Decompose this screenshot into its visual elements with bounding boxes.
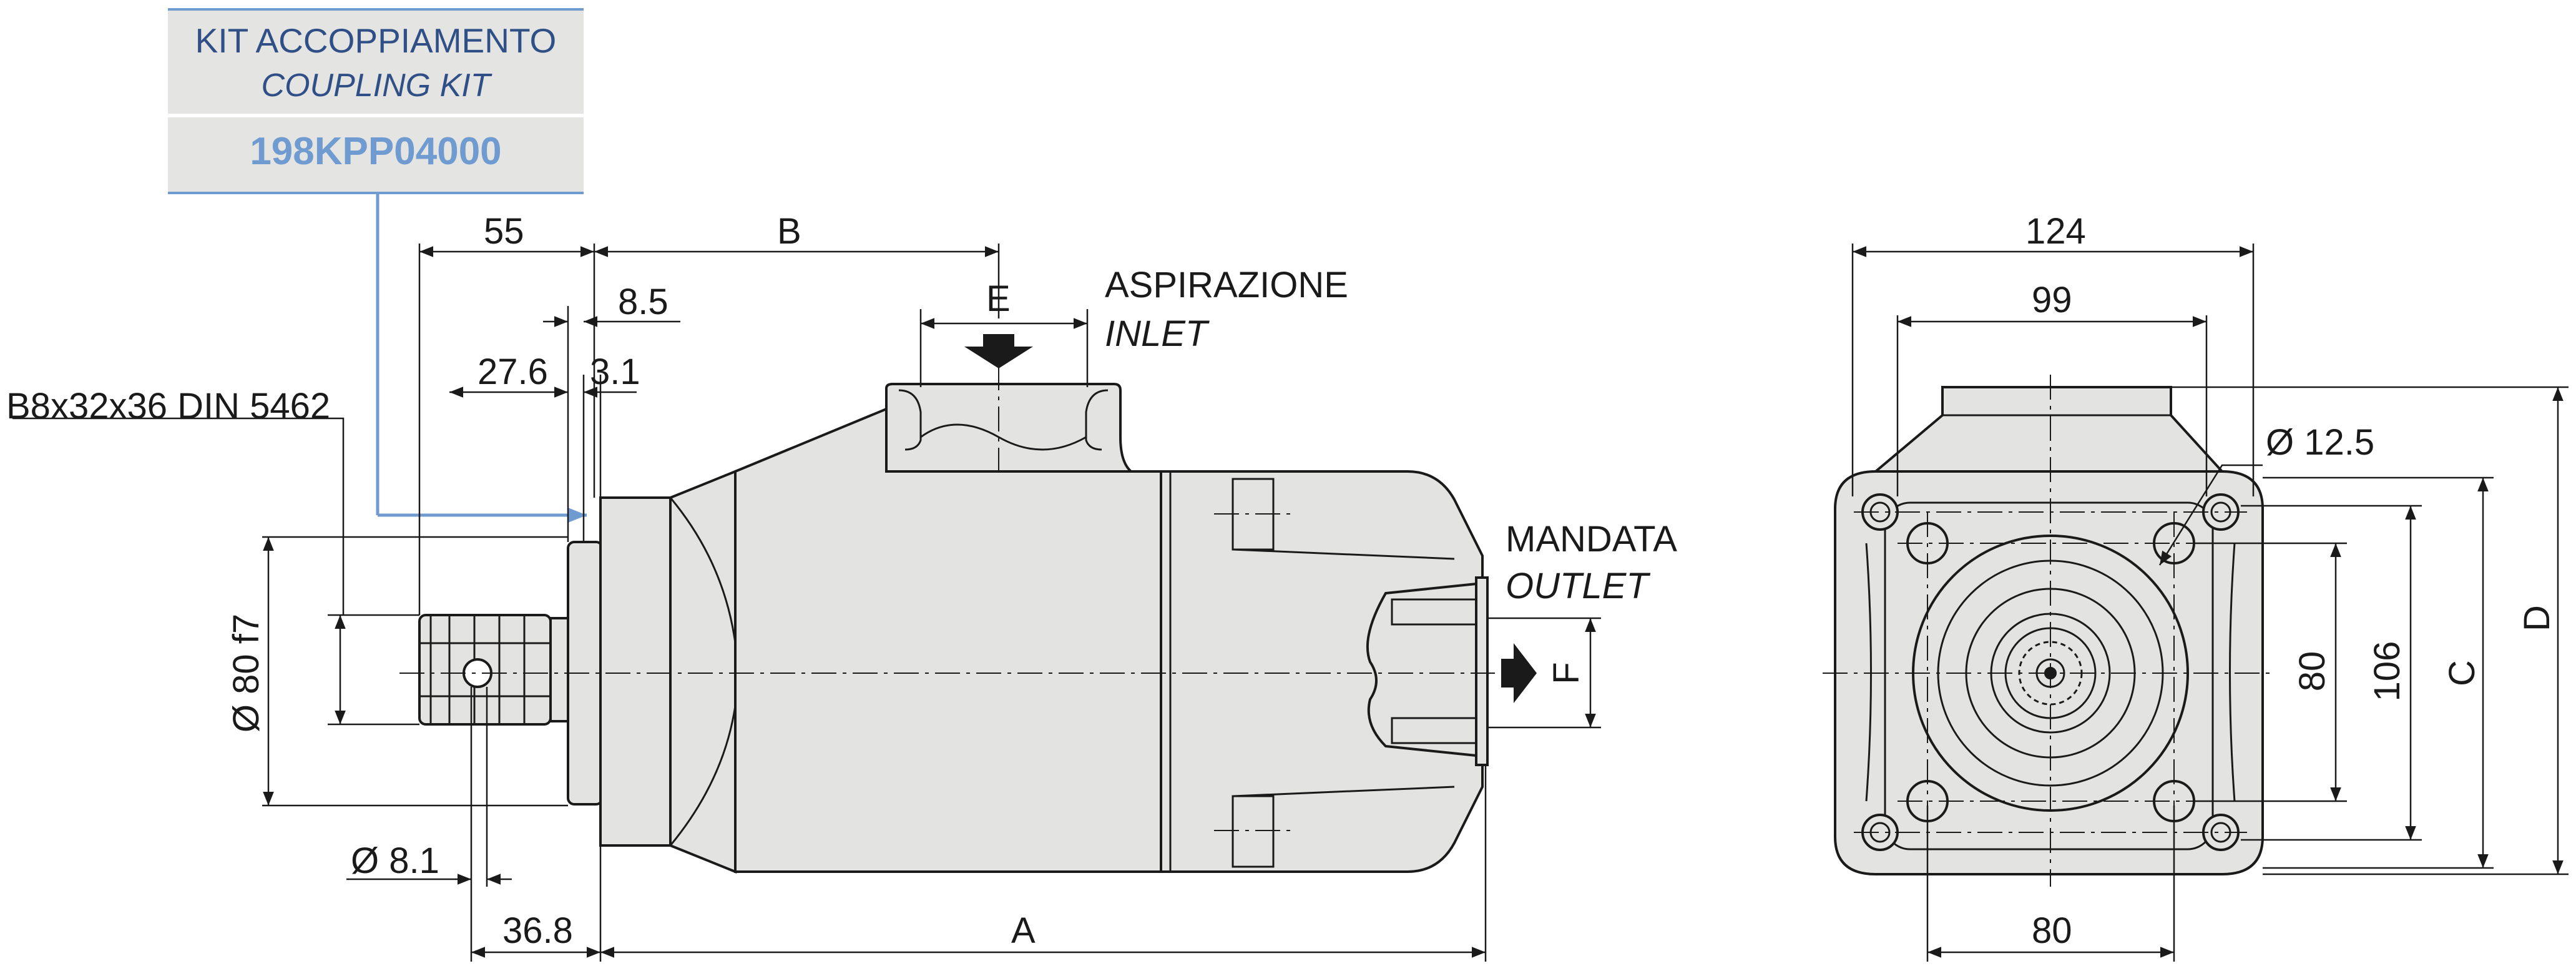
mounting-flange xyxy=(599,496,672,847)
front-cover xyxy=(669,470,737,874)
dim-label-36-8: 36.8 xyxy=(502,910,573,951)
kit-title: KIT ACCOPPIAMENTO xyxy=(195,21,557,60)
inlet-arrow-icon xyxy=(964,334,1033,368)
inlet-label: ASPIRAZIONE xyxy=(1105,265,1348,305)
rear-boss-top xyxy=(1232,478,1275,551)
front-inlet-port xyxy=(1872,386,2225,473)
spline-label: B8x32x36 DIN 5462 xyxy=(6,386,331,426)
dim-label-27-6: 27.6 xyxy=(477,352,548,392)
dimension-lines-side xyxy=(12,244,1601,962)
inlet-label-en: INLET xyxy=(1105,313,1208,354)
kit-subtitle: COUPLING KIT xyxy=(261,67,491,104)
coupling-kit-leader xyxy=(376,189,587,523)
inlet-port xyxy=(885,383,1135,473)
coupling-kit-box: KIT ACCOPPIAMENTO COUPLING KIT 198KPP040… xyxy=(168,8,584,194)
dim-label-124: 124 xyxy=(2025,211,2086,252)
dim-label-D: D xyxy=(2517,605,2557,631)
kit-code: 198KPP04000 xyxy=(250,130,502,173)
side-view xyxy=(418,383,1489,874)
front-centerlines xyxy=(1823,375,2275,887)
outlet-arrow-icon xyxy=(1501,643,1537,703)
centerlines xyxy=(399,365,1495,831)
dim-label-A: A xyxy=(1011,910,1036,951)
shaft-collar xyxy=(549,617,569,722)
rear-boss-bottom xyxy=(1232,795,1275,868)
rear-cover xyxy=(1160,470,1484,873)
outlet-label-en: OUTLET xyxy=(1506,566,1648,606)
dim-label-8-5: 8.5 xyxy=(618,282,668,322)
dim-label-E: E xyxy=(986,278,1011,319)
dim-label-8-1: Ø 8.1 xyxy=(351,840,439,881)
dim-label-12-5: Ø 12.5 xyxy=(2266,422,2375,463)
kit-divider xyxy=(168,114,584,117)
outlet-port xyxy=(1366,582,1477,757)
dim-label-99: 99 xyxy=(2032,280,2072,320)
outlet-label: MANDATA xyxy=(1506,519,1677,559)
dim-label-C: C xyxy=(2442,660,2482,686)
dim-label-B: B xyxy=(777,211,801,252)
dimension-lines-front xyxy=(1851,244,2569,962)
dim-label-80-vertical: 80 xyxy=(2292,651,2333,692)
dim-label-3-1: 3.1 xyxy=(590,352,640,392)
pump-body xyxy=(734,407,1162,873)
dim-label-80f7: Ø 80 f7 xyxy=(226,613,267,733)
dim-label-55: 55 xyxy=(484,211,524,252)
dim-label-106: 106 xyxy=(2367,641,2407,702)
dim-label-F: F xyxy=(1546,662,1587,684)
dim-label-80-horizontal: 80 xyxy=(2032,910,2072,951)
